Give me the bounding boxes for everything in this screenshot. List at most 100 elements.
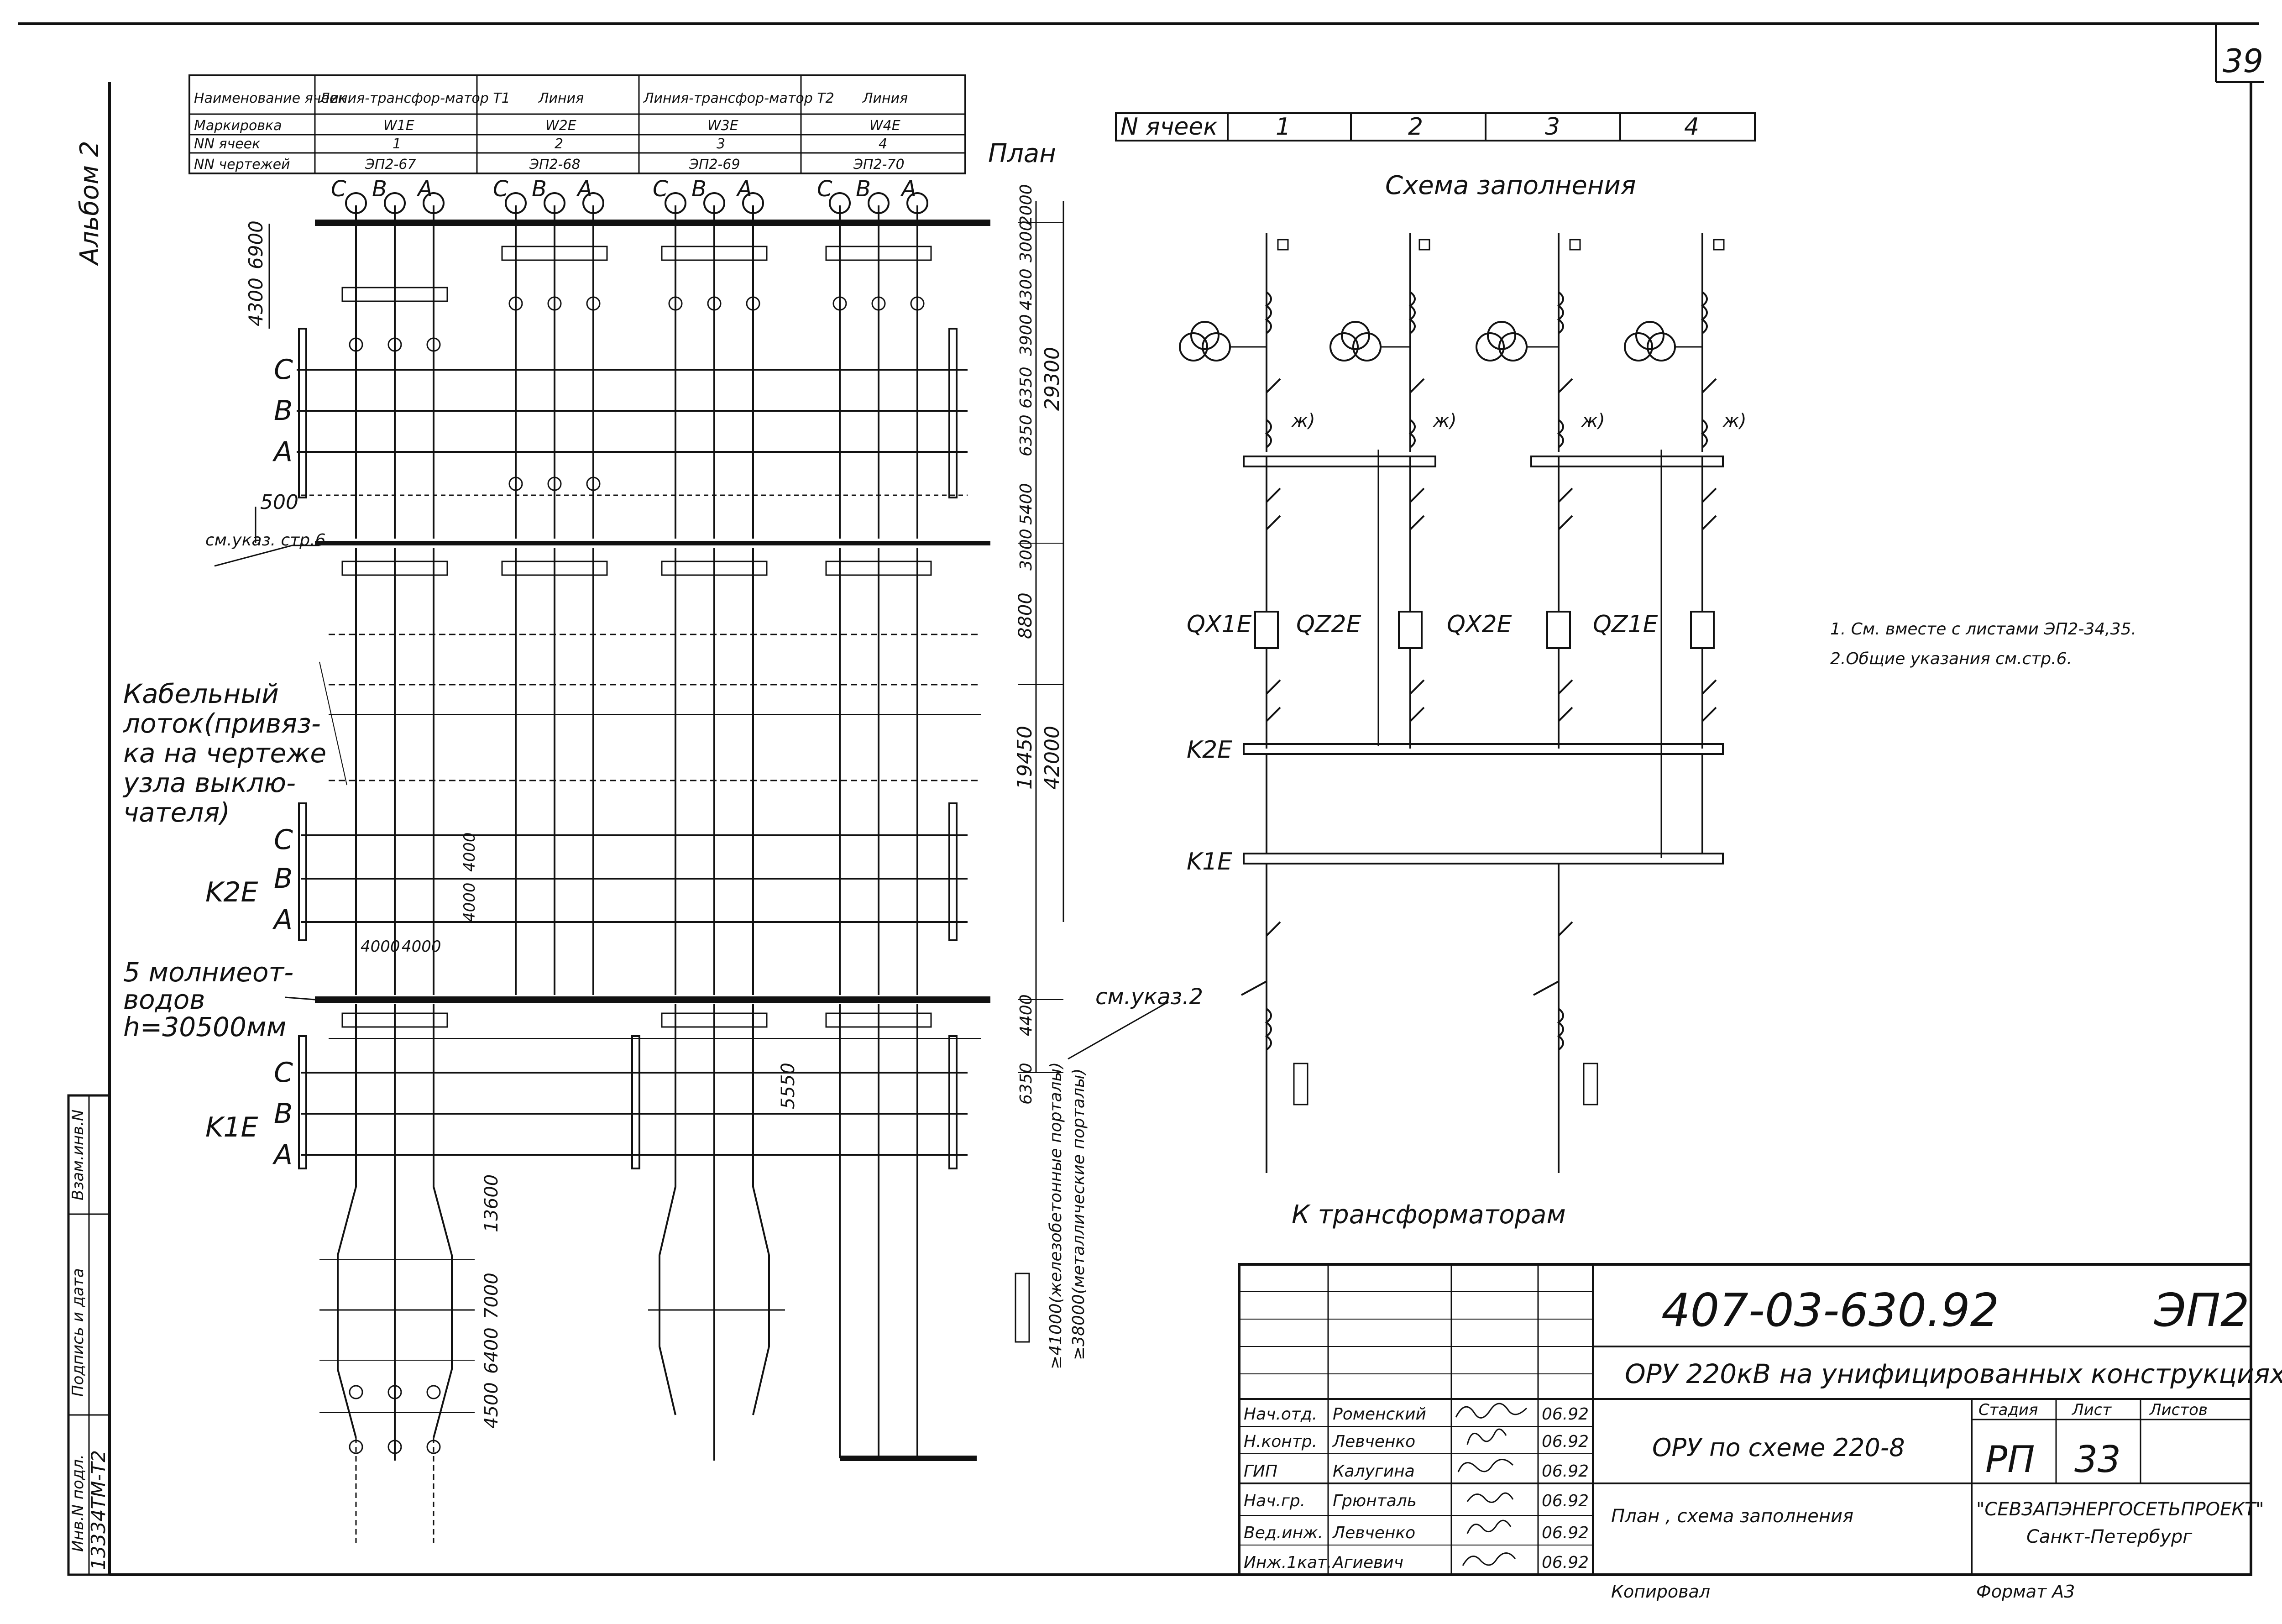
dim-right-3900: 3900 [1017, 314, 1036, 356]
cable-tray-line-4: узла выклю- [122, 767, 296, 798]
cells-header [1115, 112, 1756, 141]
breaker-label-qz2e: QZ2E [1296, 611, 1361, 638]
top-phase-c1: C [331, 176, 346, 202]
format-label: Формат А3 [1976, 1582, 2075, 1602]
sld-bus-k1e-label: K1E [1187, 848, 1232, 875]
dim-4000-h2: 4000 [402, 938, 441, 956]
cells-header-3: 3 [1545, 113, 1560, 141]
col4-name: Линия [862, 90, 908, 106]
staff-date-4: 06.92 [1542, 1492, 1589, 1510]
plan-phase-a-k2e: A [272, 904, 293, 936]
staff-date-1: 06.92 [1542, 1405, 1589, 1424]
top-phase-b3: B [691, 176, 707, 202]
col2-name: Линия [538, 90, 584, 106]
dim-right-6350a: 6350 [1017, 367, 1036, 409]
staff-role-3: ГИП [1244, 1462, 1277, 1481]
breaker-label-qz1e: QZ1E [1593, 611, 1658, 638]
dim-bottom-4500: 4500 [481, 1382, 502, 1429]
stamp-inv-label: Инв.N подл. [69, 1454, 87, 1552]
sld-bus-k1e [1243, 853, 1724, 864]
row-header-names: Наименование ячеек [194, 90, 346, 106]
title-block [1238, 1263, 2252, 1576]
row-header-cells: NN ячеек [194, 136, 260, 152]
staff-name-1: Роменский [1333, 1405, 1426, 1424]
staff-name-6: Агиевич [1332, 1553, 1403, 1572]
lightning-line-2: водов [123, 984, 205, 1015]
object-title: ОРУ по схеме 220-8 [1652, 1433, 1905, 1462]
side-stamp [67, 1094, 111, 1576]
col2-cell: 2 [555, 136, 563, 152]
lightning-line-3: h=30500мм [123, 1011, 286, 1043]
stage-header: Стадия [1978, 1401, 2038, 1419]
top-phase-b2: B [532, 176, 547, 202]
sheet-number: 39 [2223, 42, 2263, 80]
col2-drawing: ЭП2-68 [529, 157, 581, 173]
staff-role-4: Нач.гр. [1244, 1492, 1305, 1510]
plan-bus-k2e: K2E [205, 876, 258, 908]
staff-role-5: Вед.инж. [1244, 1524, 1323, 1542]
staff-name-5: Левченко [1332, 1524, 1415, 1542]
top-phase-c4: C [817, 176, 832, 202]
staff-role-1: Нач.отд. [1244, 1405, 1317, 1424]
breaker-label-qx2e: QX2E [1447, 611, 1512, 638]
cells-header-2: 2 [1408, 113, 1423, 141]
album-label: Альбом 2 [75, 141, 105, 266]
col3-mark: W3E [707, 118, 738, 134]
col3-drawing: ЭП2-69 [689, 157, 740, 173]
dim-right-6350c: 6350 [1017, 1063, 1036, 1105]
dim-bottom-13600: 13600 [481, 1174, 502, 1232]
org-city: Санкт-Петербург [2026, 1526, 2193, 1547]
dim-5550: 5550 [778, 1063, 799, 1109]
top-phase-c2: C [493, 176, 508, 202]
plan-phase-c-k1e: C [274, 1057, 293, 1089]
breaker-label-qx1e: QX1E [1187, 611, 1252, 638]
plan-cell-3 [648, 205, 785, 1461]
sheet-title: План , схема заполнения [1611, 1506, 1853, 1527]
top-phase-a1: A [416, 176, 433, 202]
portal-note-metal: ≥38000(металлические порталы) [1069, 1069, 1088, 1360]
top-phase-b4: B [856, 176, 871, 202]
cable-tray-line-5: чателя) [123, 797, 230, 828]
plan-phase-c-k2e: C [274, 824, 293, 856]
row-header-mark: Маркировка [194, 118, 282, 134]
top-phase-a4: A [900, 176, 916, 202]
top-phase-c3: C [653, 176, 668, 202]
col1-mark: W1E [383, 118, 414, 134]
dim-bottom-7000: 7000 [481, 1273, 502, 1319]
dim-total-42000: 42000 [1041, 726, 1064, 790]
plan-phase-a-upper: A [272, 436, 293, 468]
plan-cell-1 [319, 205, 475, 1543]
single-line-diagram [1179, 233, 1725, 1173]
copied-label: Копировал [1611, 1582, 1710, 1602]
staff-date-5: 06.92 [1542, 1524, 1589, 1542]
org-name: "СЕВЗАПЭНЕРГОСЕТЬПРОЕКТ" [1976, 1499, 2264, 1520]
cable-tray-line-3: ка на чертеже [123, 738, 326, 769]
fill-scheme-title: Схема заполнения [1385, 171, 1636, 200]
staff-name-3: Калугина [1333, 1462, 1415, 1481]
dim-bottom-6400: 6400 [481, 1327, 502, 1374]
plan-drawing [214, 192, 1169, 1543]
plan-bus-k1e: K1E [205, 1111, 258, 1143]
mark-3: ж) [1581, 410, 1605, 431]
stamp-sign-label: Подпись и дата [69, 1268, 87, 1397]
dim-4000-v1: 4000 [461, 832, 479, 872]
to-transformers: К трансформаторам [1292, 1200, 1566, 1230]
col1-drawing: ЭП2-67 [365, 157, 416, 173]
col4-mark: W4E [869, 118, 900, 134]
stamp-replace-label: Взам.инв.N [69, 1110, 87, 1200]
dim-left-4300: 4300 [245, 278, 267, 326]
ref-see-upper: см.указ. стр.6 [205, 531, 326, 550]
col2-mark: W2E [545, 118, 576, 134]
staff-name-4: Грюнталь [1333, 1492, 1417, 1510]
staff-date-3: 06.92 [1542, 1462, 1589, 1481]
bridge-bus-right [1530, 456, 1724, 467]
dim-right-8800: 8800 [1015, 592, 1036, 639]
col3-name: Линия-трансфор-матор Т2 [643, 90, 834, 106]
dim-right-19450: 19450 [1013, 726, 1036, 790]
mark-2: ж) [1433, 410, 1457, 431]
staff-name-2: Левченко [1332, 1432, 1415, 1451]
col1-cell: 1 [393, 136, 401, 152]
plan-cell-4 [825, 205, 932, 1458]
dim-4000-v2: 4000 [461, 882, 479, 922]
